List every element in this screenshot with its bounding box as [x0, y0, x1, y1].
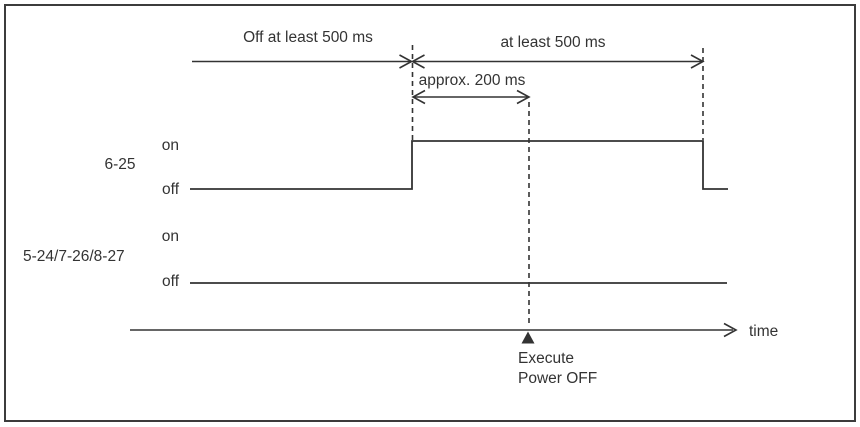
- on-duration-arrowhead-left-icon: [410, 54, 425, 69]
- signal-5-24-name: 5-24/7-26/8-27: [23, 248, 125, 265]
- event-label-line1: Execute: [518, 350, 574, 367]
- signal-5-24-on-label: on: [162, 228, 179, 245]
- signal-6-25-waveform: [190, 140, 728, 190]
- diagram-lines: [130, 45, 738, 338]
- event-marker-triangle-icon: [521, 331, 535, 344]
- annotation-on-duration: at least 500 ms: [500, 34, 605, 51]
- time-axis-arrowhead-icon: [723, 322, 738, 338]
- signal-6-25-on-label: on: [162, 137, 179, 154]
- response-time-arrowhead-right-icon: [516, 89, 531, 105]
- annotation-off-duration: Off at least 500 ms: [243, 29, 373, 46]
- response-time-arrowhead-left-icon: [411, 89, 426, 105]
- diagram-labels: Off at least 500 ms at least 500 ms appr…: [23, 29, 778, 387]
- figure-border: [4, 4, 856, 422]
- time-axis-label: time: [749, 323, 778, 340]
- annotation-response-time: approx. 200 ms: [419, 72, 526, 89]
- signal-6-25-name: 6-25: [104, 156, 135, 173]
- event-label-line2: Power OFF: [518, 370, 597, 387]
- signal-6-25-off-label: off: [162, 181, 180, 198]
- signal-5-24-off-label: off: [162, 273, 180, 290]
